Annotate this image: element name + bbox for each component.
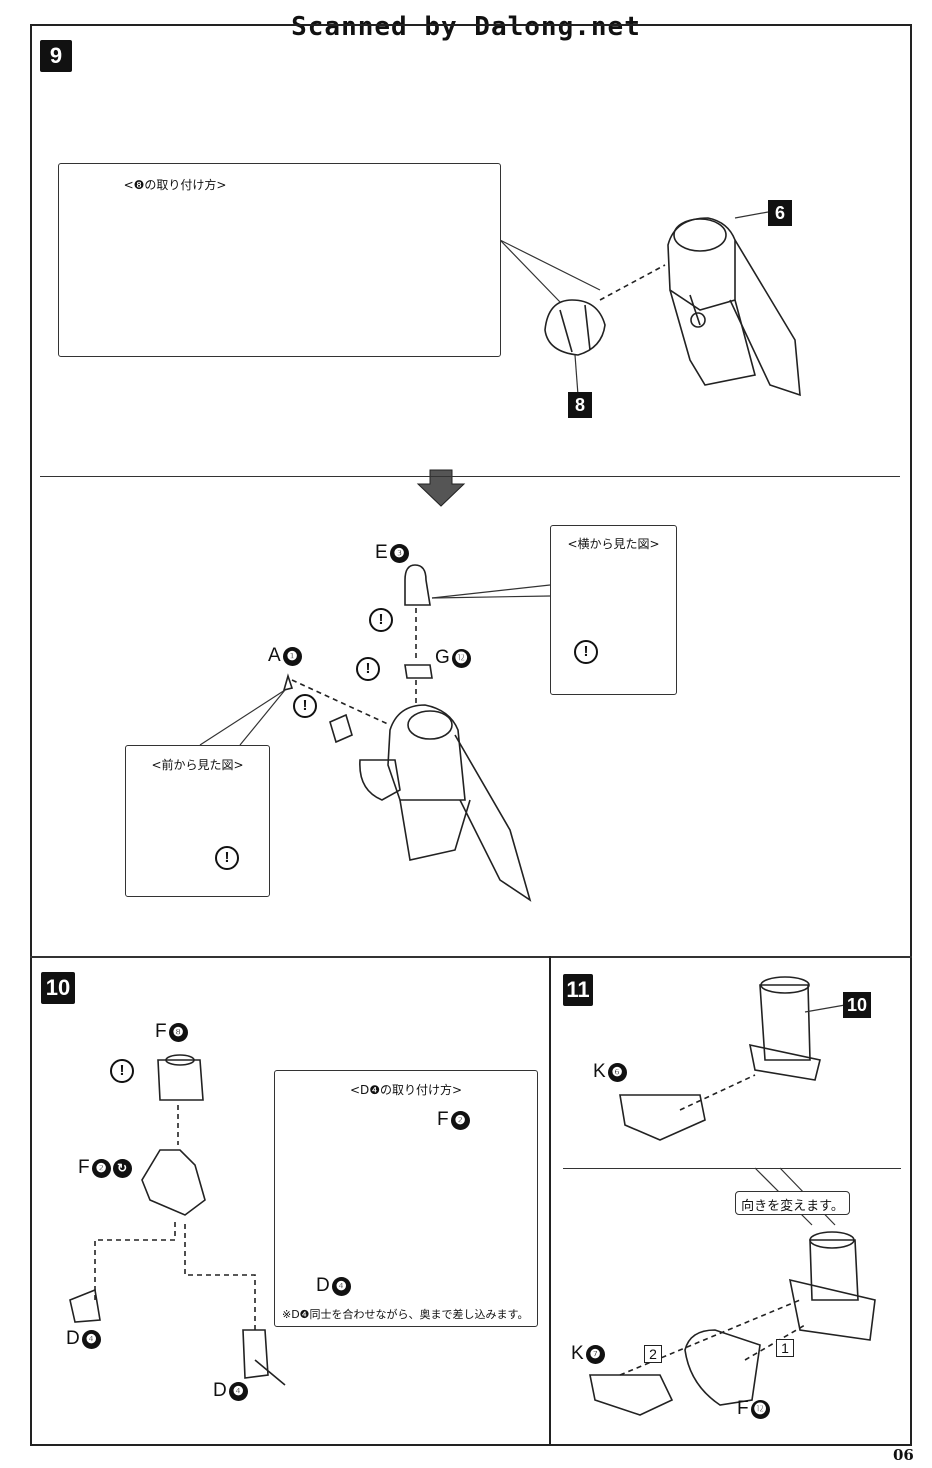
step-10-inset-box (274, 1070, 538, 1327)
part-tag-10: 10 (843, 992, 871, 1018)
caution-icon: ! (110, 1059, 134, 1083)
step-11-number: 11 (563, 974, 593, 1006)
caution-icon: ! (574, 640, 598, 664)
caution-icon: ! (369, 608, 393, 632)
order-mark-2: 2 (644, 1345, 662, 1363)
side-view-title: <横から見た図> (567, 537, 660, 551)
section-divider (30, 956, 912, 958)
orientation-note: 向きを変えます。 (741, 1199, 844, 1214)
step-10-inset-title: <D❹の取り付け方> (349, 1083, 463, 1097)
step-10-number: 10 (41, 972, 75, 1004)
order-mark-1: 1 (776, 1339, 794, 1357)
front-view-box (125, 745, 270, 897)
orientation-note-box (735, 1191, 850, 1215)
part-tag-8: 8 (568, 392, 592, 418)
step-11-divider (563, 1168, 901, 1169)
step-9-inset-box (58, 163, 501, 357)
step-9-divider (40, 476, 900, 477)
front-view-title: <前から見た図> (151, 758, 244, 772)
caution-icon: ! (215, 846, 239, 870)
step-9-number: 9 (40, 40, 72, 72)
caution-icon: ! (293, 694, 317, 718)
page-frame (30, 24, 912, 1446)
step-column-divider (549, 956, 551, 1446)
side-view-box (550, 525, 677, 695)
caution-icon: ! (356, 657, 380, 681)
scan-watermark: Scanned by Dalong.net (291, 12, 641, 42)
part-tag-6: 6 (768, 200, 792, 226)
step-9-inset-title: <❽の取り付け方> (123, 178, 227, 192)
rotate-icon: ↻ (112, 1158, 132, 1178)
page-number: 06 (893, 1446, 914, 1464)
step-10-inset-note: ※D❹同士を合わせながら、奥まで差し込みます。 (282, 1308, 529, 1321)
